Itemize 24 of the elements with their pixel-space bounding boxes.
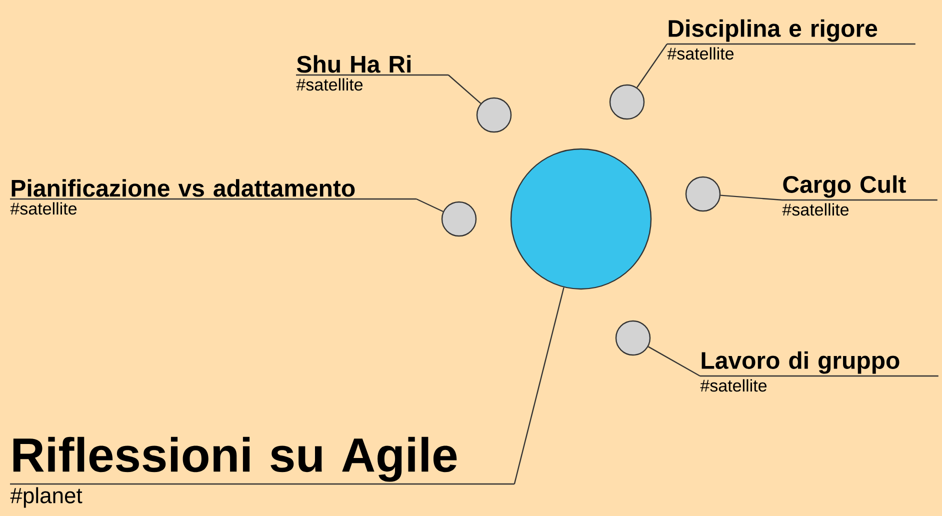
- satellite-circle: [476, 97, 512, 133]
- planet-circle: [510, 148, 652, 290]
- leader-line: [448, 74, 482, 104]
- topic-heading: Shu Ha Ri: [296, 55, 410, 73]
- topic-heading: Pianificazione vs adattamento: [12, 179, 355, 197]
- leader-line: [416, 198, 444, 212]
- tag-text: #satellite: [700, 379, 767, 392]
- tag-text: #satellite: [296, 78, 363, 91]
- satellite-circle: [615, 320, 651, 356]
- topic-heading: Lavoro di gruppo: [702, 351, 900, 374]
- leader-line: [514, 287, 564, 484]
- satellite-circle: [685, 176, 721, 212]
- satellite-circle: [441, 201, 477, 237]
- leader-line: [648, 346, 700, 377]
- topic-heading: Cargo Cult: [783, 175, 906, 198]
- leader-line: [636, 44, 668, 88]
- tag-text: #satellite: [10, 202, 77, 215]
- tag-text: #planet: [10, 487, 82, 508]
- satellite-circle: [609, 84, 645, 120]
- topic-heading: Disciplina e rigore: [668, 19, 878, 42]
- planet-title: Riflessioni su Agile: [13, 436, 457, 482]
- tag-text: #satellite: [667, 47, 734, 60]
- tag-text: #satellite: [782, 203, 849, 216]
- leader-line: [720, 194, 782, 201]
